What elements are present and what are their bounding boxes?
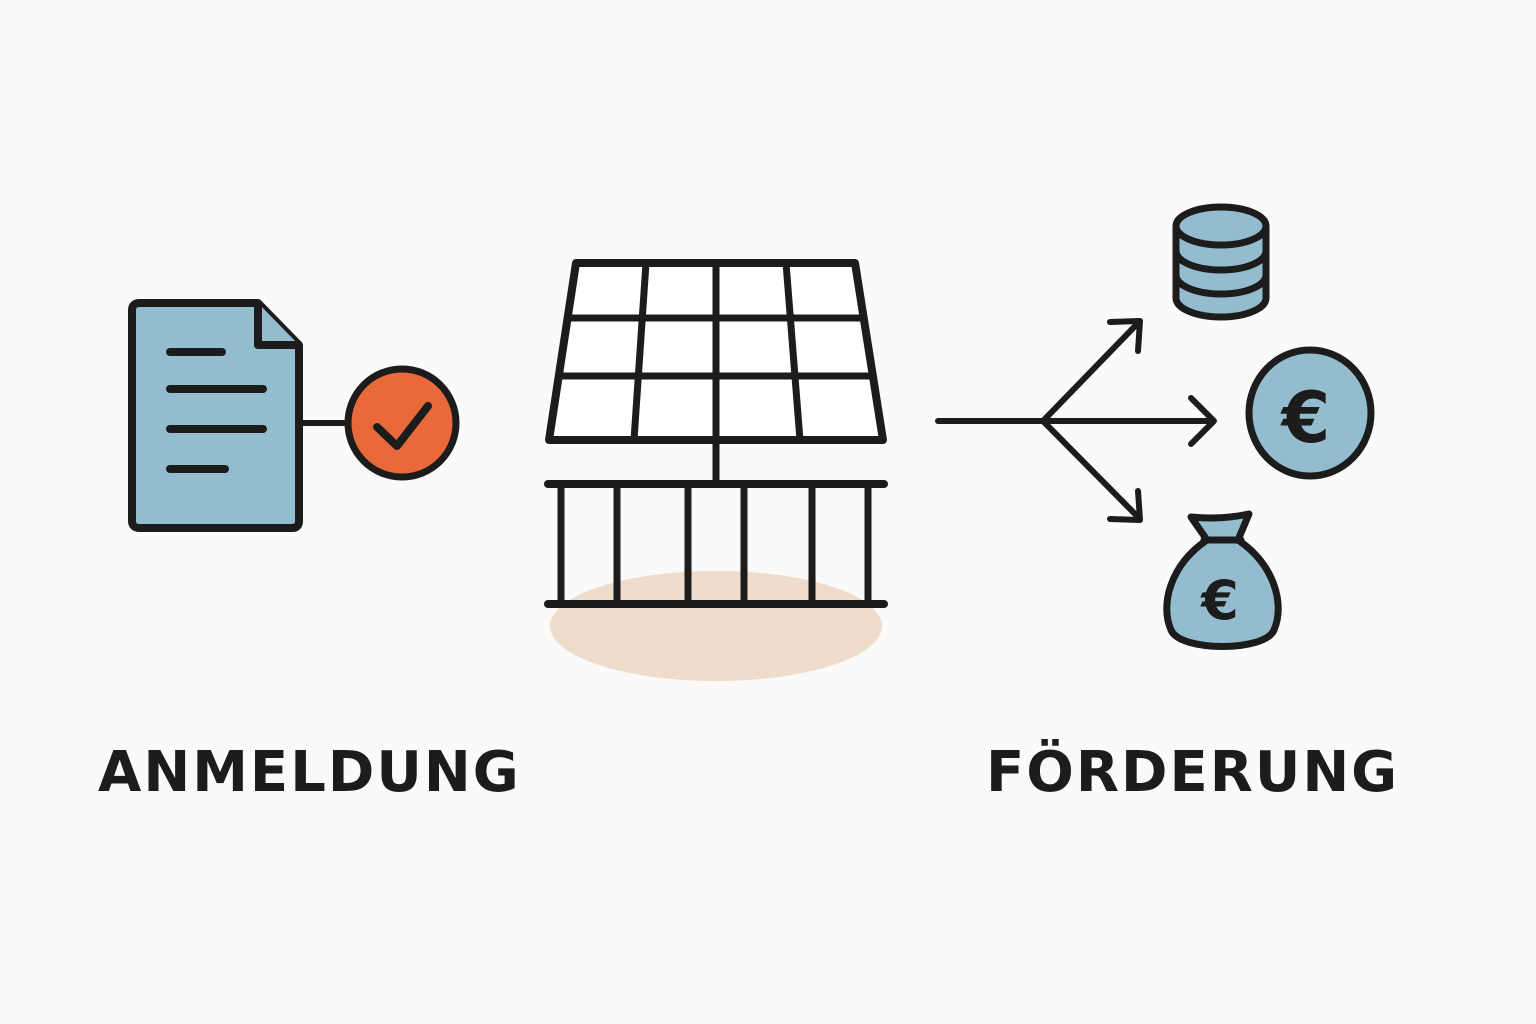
split-arrows [935, 318, 1217, 523]
check-icon [344, 365, 460, 481]
money-bag-symbol: € [1199, 569, 1239, 632]
euro-coin-icon: € [1245, 346, 1375, 480]
money-bag-icon: € [1163, 510, 1282, 650]
solar-panel-icon [544, 259, 888, 681]
document-icon [128, 299, 303, 532]
euro-coin-symbol: € [1280, 377, 1331, 459]
coin-stack-icon [1172, 203, 1270, 321]
funding-label: FÖRDERUNG [986, 740, 1400, 805]
ground-shadow [550, 571, 882, 681]
registration-label: ANMELDUNG [98, 740, 521, 805]
